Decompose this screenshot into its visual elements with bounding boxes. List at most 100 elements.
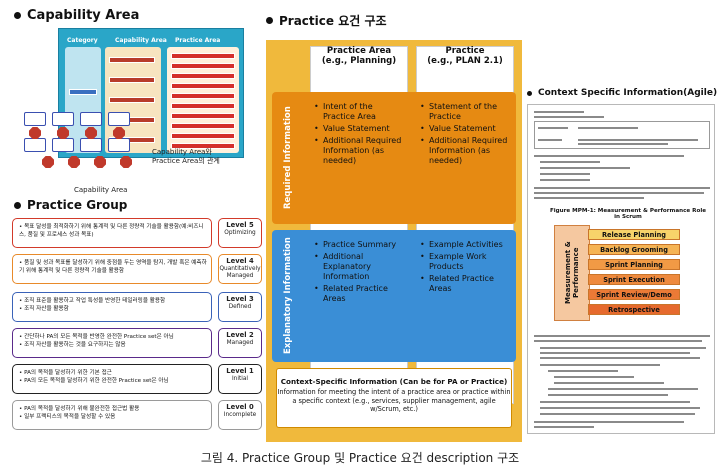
practice-bar <box>171 83 235 89</box>
bullet-icon <box>266 17 273 24</box>
requirement-item: Value Statement <box>420 124 512 134</box>
capability-bottom-label: Capability Area <box>74 186 128 194</box>
cap-node <box>108 112 130 126</box>
cap-node <box>24 138 46 152</box>
doc-text-line <box>538 139 562 141</box>
context-specific-body: Information for meeting the intent of a … <box>277 388 511 413</box>
practice-octagon-icon <box>29 127 41 139</box>
doc-text-line <box>534 197 644 199</box>
doc-text-line <box>540 179 590 181</box>
practice-group-row: • 목표 달성을 최적화하기 위해 통계적 및 다른 정량적 기술을 활용함(예… <box>12 218 262 248</box>
level-name: Incomplete <box>223 411 257 418</box>
cap-node <box>80 138 102 152</box>
requirement-item: Additional Required Information (as need… <box>314 136 406 166</box>
doc-text-line <box>534 426 594 428</box>
practice-bar <box>171 133 235 139</box>
doc-text-line <box>534 111 584 113</box>
bullet-icon <box>14 12 21 19</box>
doc-text-line <box>548 370 618 372</box>
capability-heading: Capability Area <box>14 8 139 23</box>
practice-octagon-icon <box>42 156 54 168</box>
scrum-figure-title: Figure MPM-1: Measurement & Performance … <box>549 208 707 220</box>
practice-group-description: • PA의 목적을 달성하기 위해 불완전한 접근법 활용 • 일부 프랙티스의… <box>12 400 212 430</box>
col-practice: Practice Area <box>175 37 221 44</box>
practice-bar <box>171 123 235 129</box>
practice-bar <box>171 73 235 79</box>
required-list-practice: Statement of the PracticeValue Statement… <box>420 102 512 168</box>
column-practice-header: Practice (e.g., PLAN 2.1) <box>427 46 503 66</box>
scrum-side-label: Measurement & Performance <box>564 241 580 305</box>
level-number: Level 3 <box>226 295 254 303</box>
doc-text-line <box>534 187 710 189</box>
scrum-bar: Release Planning <box>588 229 680 240</box>
scrum-side-box <box>554 225 590 321</box>
required-list-practice-area: Intent of the Practice AreaValue Stateme… <box>314 102 406 168</box>
capability-heading-text: Capability Area <box>27 8 140 23</box>
practice-octagon-icon <box>94 156 106 168</box>
category-bar <box>69 89 97 95</box>
level-name: Initial <box>231 375 249 382</box>
doc-text-line <box>540 173 590 175</box>
doc-text-line <box>578 143 668 145</box>
practice-group-description: • 조직 표준을 활용하고 작업 특성을 반영한 테일러링을 활용함 • 조직 … <box>12 292 212 322</box>
requirement-item: Example Activities <box>420 240 512 250</box>
doc-text-line <box>540 364 660 366</box>
requirement-item: Related Practice Areas <box>314 284 406 304</box>
explanatory-list-practice-area: Practice SummaryAdditional Explanatory I… <box>314 240 406 306</box>
context-specific-box: Context-Specific Information (Can be for… <box>276 368 512 428</box>
practice-bar <box>171 103 235 109</box>
level-number: Level 5 <box>226 221 254 229</box>
level-number: Level 1 <box>226 367 254 375</box>
practice-group-row: • 간단하나 PA의 모든 목적을 반영한 완전한 Practice set은 … <box>12 328 262 358</box>
practice-octagon-icon <box>85 127 97 139</box>
practice-group-description: • 품질 및 성과 목표를 달성하기 위해 중점을 두는 영역을 탐지, 개발 … <box>12 254 212 284</box>
col-capability: Capability Area <box>115 37 167 44</box>
doc-text-line <box>534 155 684 157</box>
context-info-heading: Context Specific Information(Agile) <box>527 88 717 98</box>
practice-group-description: • 목표 달성을 최적화하기 위해 통계적 및 다른 정량적 기술을 활용함(예… <box>12 218 212 248</box>
capability-practice-figure: Category Capability Area Practice Area <box>58 28 244 158</box>
practice-group-description: • 간단하나 PA의 모든 목적을 반영한 완전한 Practice set은 … <box>12 328 212 358</box>
level-name: Managed <box>226 339 254 346</box>
requirement-item: Example Work Products <box>420 252 512 272</box>
context-specific-title: Context-Specific Information (Can be for… <box>280 377 508 386</box>
doc-text-line <box>540 413 695 415</box>
capability-bar <box>109 97 155 103</box>
practice-group-description: • PA의 목적을 달성하기 위한 기본 접근 • PA의 모든 목적을 달성하… <box>12 364 212 394</box>
practice-group-heading-text: Practice Group <box>27 198 128 212</box>
bullet-icon <box>527 90 532 96</box>
practice-group-row: • 조직 표준을 활용하고 작업 특성을 반영한 테일러링을 활용함 • 조직 … <box>12 292 262 322</box>
practice-bar <box>171 143 235 149</box>
doc-text-line <box>540 407 700 409</box>
cap-node <box>108 138 130 152</box>
cap-node <box>80 112 102 126</box>
scrum-bar: Retrospective <box>588 304 680 315</box>
doc-table <box>534 121 710 149</box>
doc-text-line <box>540 401 690 403</box>
doc-text-line <box>554 382 664 384</box>
agile-document-excerpt: Figure MPM-1: Measurement & Performance … <box>527 104 715 434</box>
doc-text-line <box>540 167 630 169</box>
figure-caption: 그림 4. Practice Group 및 Practice 요건 descr… <box>200 451 520 465</box>
practice-group-heading: Practice Group <box>14 198 127 212</box>
doc-text-line <box>540 357 700 359</box>
context-info-heading-text: Context Specific Information(Agile) <box>538 88 718 98</box>
bullet-icon <box>14 201 21 209</box>
column-practice-area-header: Practice Area (e.g., Planning) <box>321 46 397 66</box>
level-name: Defined <box>228 303 252 310</box>
practice-octagon-icon <box>68 156 80 168</box>
required-label: Required Information <box>283 106 293 210</box>
practice-bar <box>171 93 235 99</box>
doc-text-line <box>534 192 704 194</box>
doc-text-line <box>534 116 604 118</box>
doc-text-line <box>554 376 634 378</box>
practice-octagon-icon <box>120 156 132 168</box>
doc-text-line <box>538 127 568 129</box>
practice-req-heading-text: Practice 요건 구조 <box>279 14 387 28</box>
doc-text-line <box>578 127 638 129</box>
